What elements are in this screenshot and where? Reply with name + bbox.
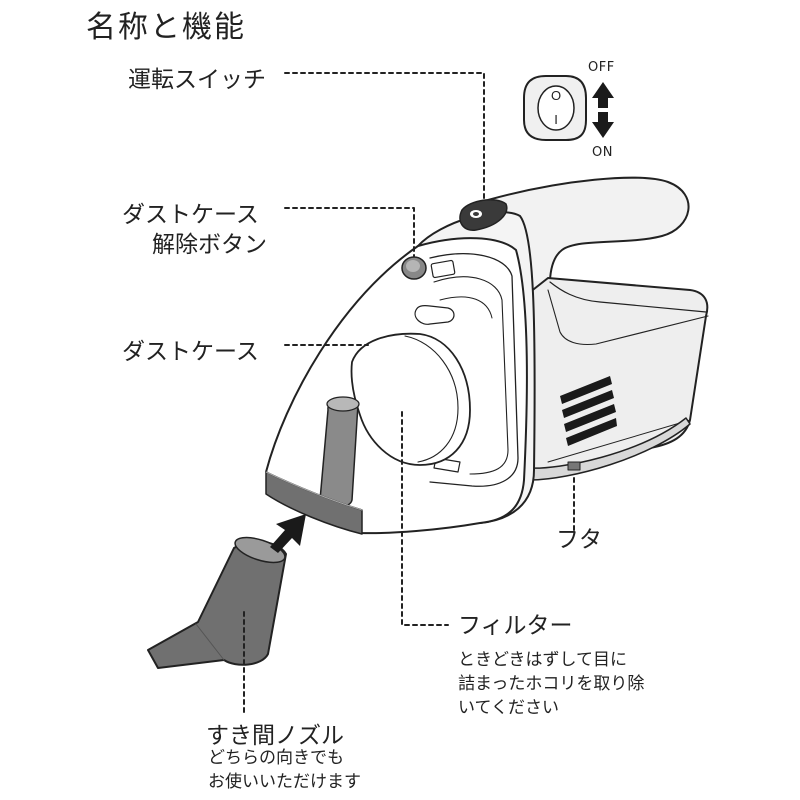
switch-off-symbol: O [551, 88, 561, 103]
nozzle-note-line-2: お使いいただけます [208, 772, 361, 792]
filter-label: フィルター [458, 613, 573, 639]
dust-case-release-button [401, 256, 427, 280]
filter-note-line-1: ときどきはずして目に [458, 650, 627, 670]
page-title: 名称と機能 [86, 10, 246, 45]
power-switch-label: 運転スイッチ [128, 67, 266, 93]
lid-label: フタ [556, 527, 602, 553]
dust-case-label: ダストケース [122, 339, 259, 365]
switch-updown-arrow [592, 82, 614, 138]
release-button-label-2: 解除ボタン [152, 232, 267, 258]
switch-on-symbol: I [554, 112, 558, 127]
leader-lines [243, 72, 575, 717]
filter-note-line-2: 詰まったホコリを取り除 [458, 674, 645, 694]
nozzle-note-line-1: どちらの向きでも [208, 748, 344, 768]
power-switch [459, 198, 508, 231]
release-button-label-1: ダストケース [122, 202, 259, 228]
filter [350, 332, 471, 466]
nozzle-label: すき間ノズル [206, 723, 344, 749]
switch-inset: O I [523, 75, 614, 141]
switch-on-label: ON [592, 145, 613, 160]
crevice-nozzle [147, 536, 287, 669]
filter-note-line-3: いてください [458, 698, 559, 718]
insert-arrow [270, 514, 306, 553]
switch-off-label: OFF [588, 60, 615, 75]
air-vents [560, 376, 617, 446]
